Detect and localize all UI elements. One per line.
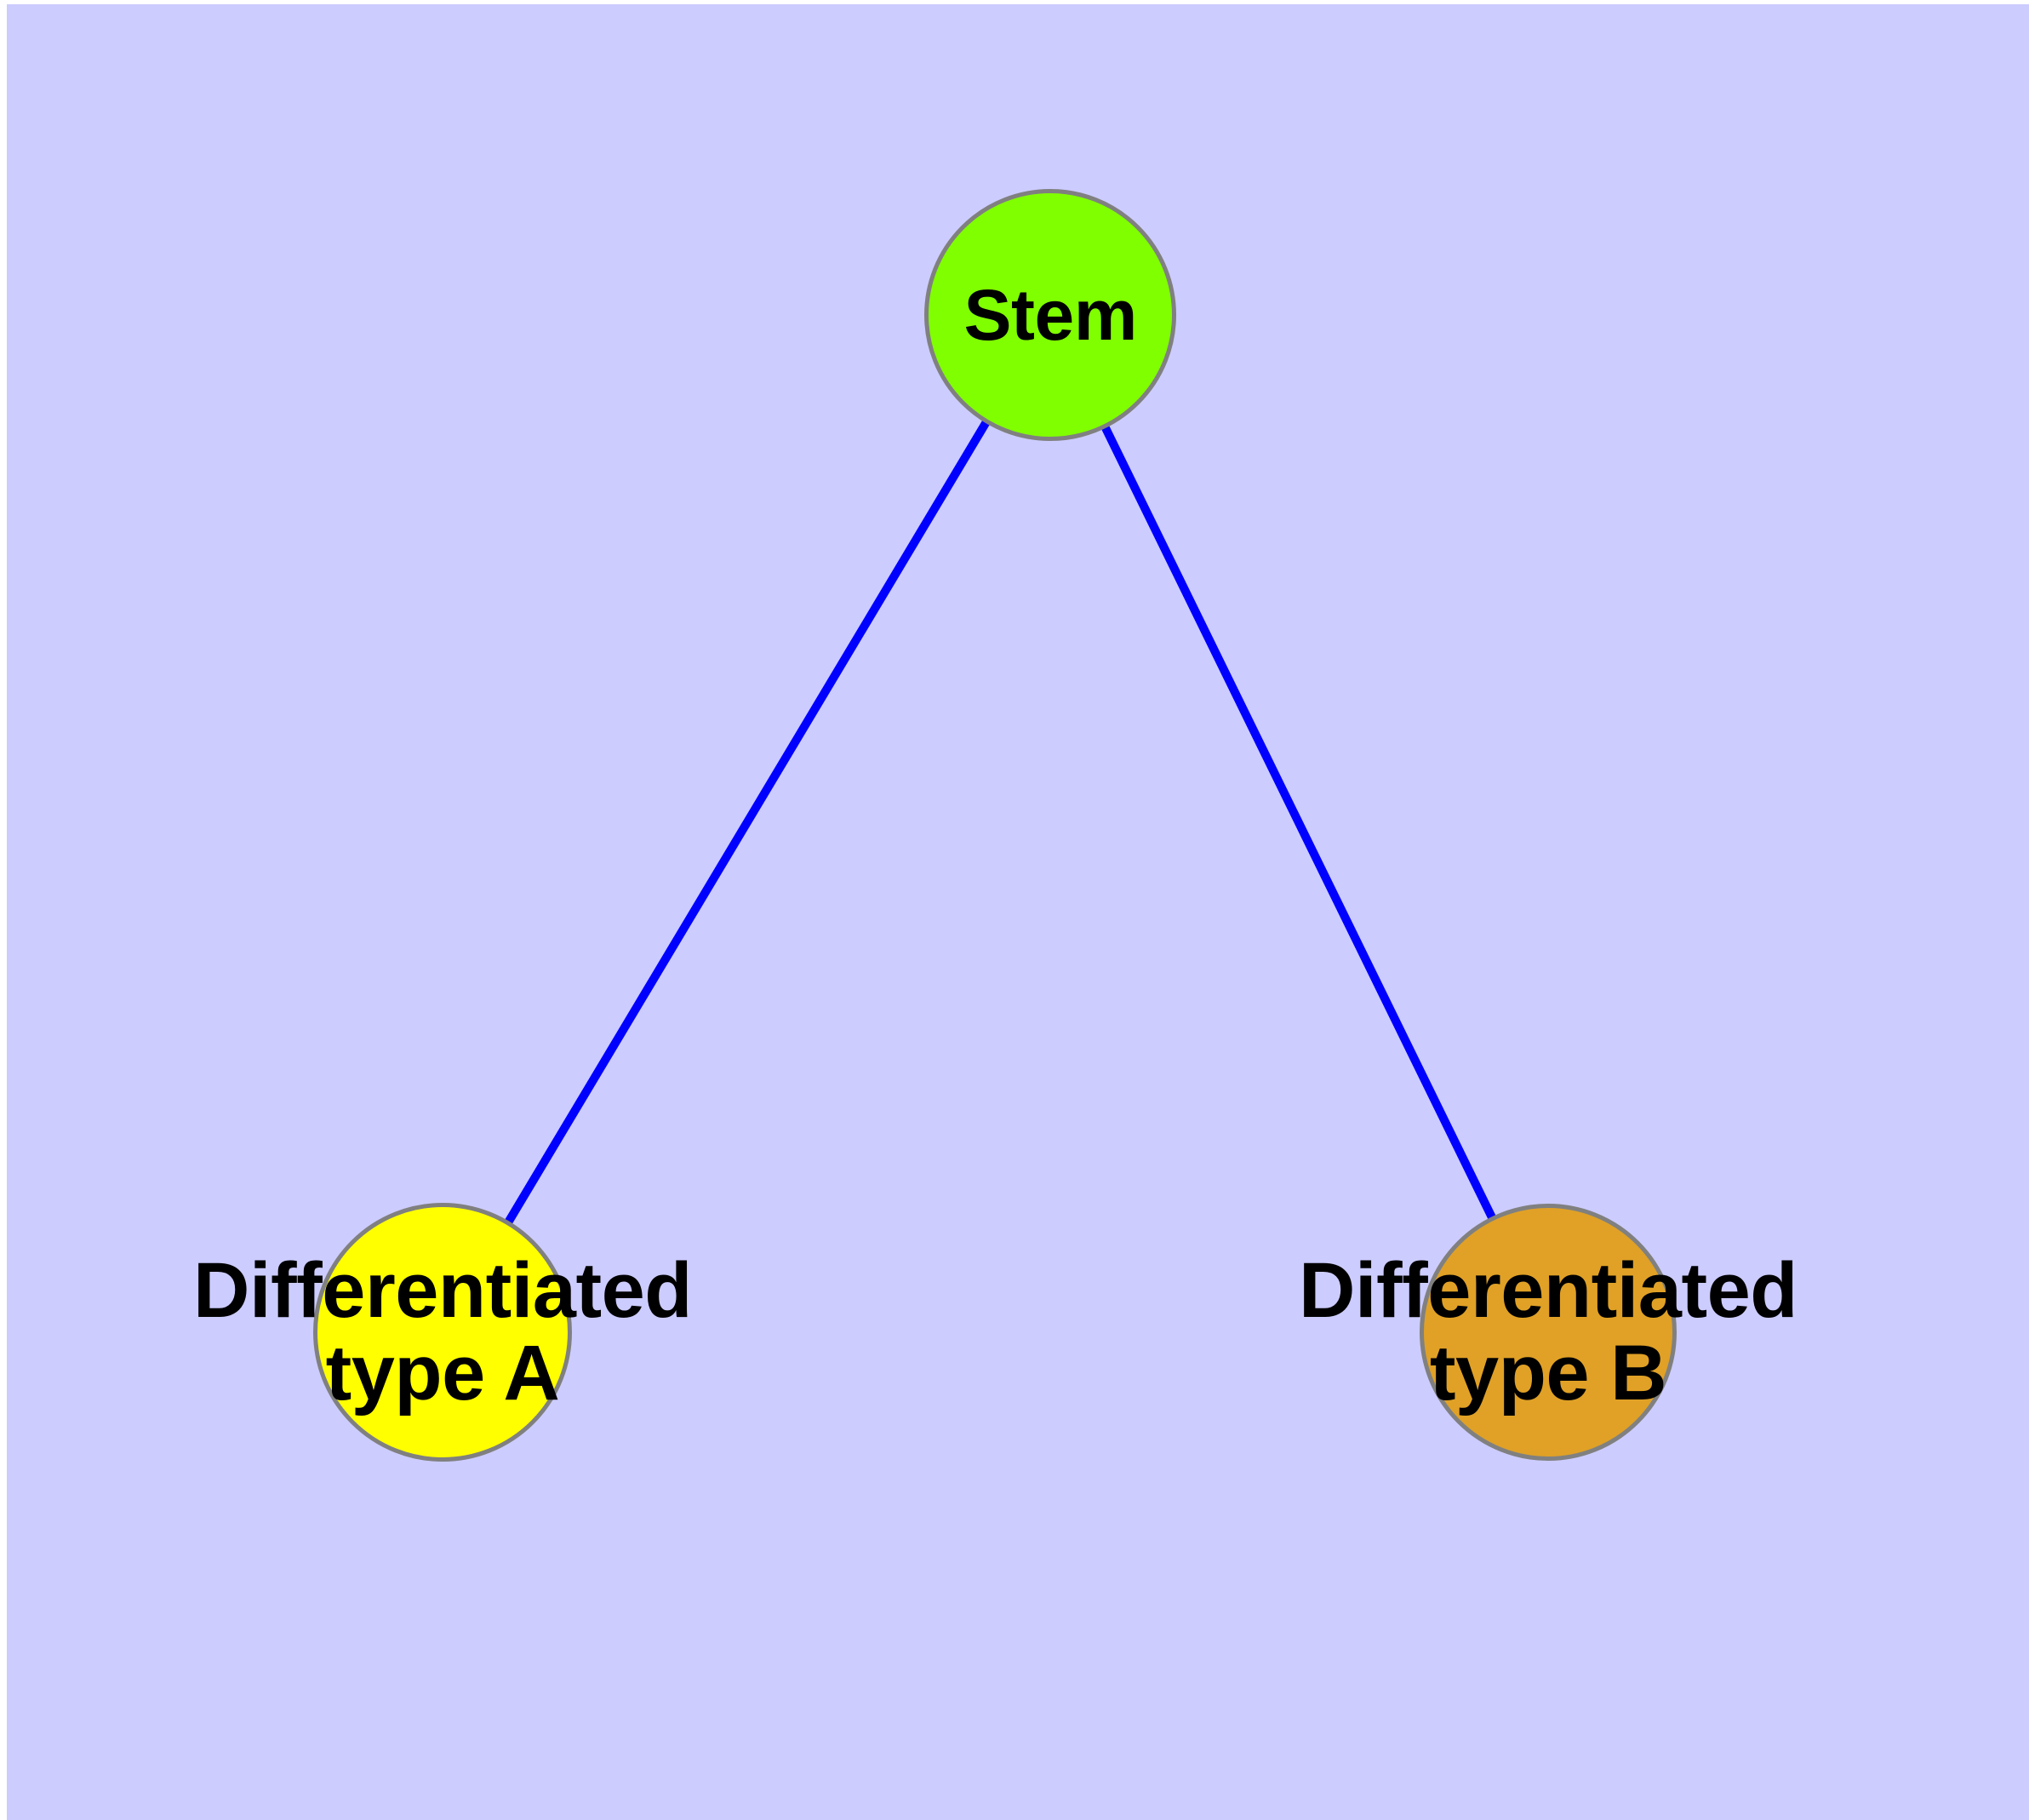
graph-node-diff_a[interactable] — [313, 1203, 572, 1462]
nodes-group — [313, 189, 1677, 1462]
edges-group — [503, 418, 1497, 1227]
graph-node-diff_b[interactable] — [1420, 1204, 1677, 1461]
graph-edge-stem-to-diff_b — [1100, 423, 1497, 1222]
graph-edge-stem-to-diff_a — [503, 418, 992, 1227]
graph-node-stem[interactable] — [924, 189, 1176, 441]
